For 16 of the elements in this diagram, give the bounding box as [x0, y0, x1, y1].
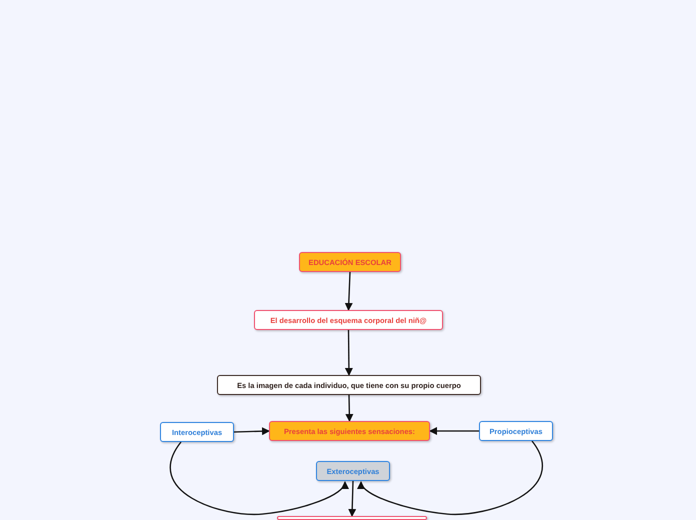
topic-box: [299, 252, 401, 272]
topic-box: [269, 421, 430, 441]
arrow: [429, 427, 479, 435]
concept-box: [254, 310, 443, 330]
concept-box: [277, 516, 427, 520]
definition-box: [217, 375, 481, 395]
arrow: [344, 330, 353, 376]
arrow: [348, 480, 356, 517]
arrow: [359, 440, 543, 515]
category-box: [160, 422, 234, 442]
category-box: [479, 421, 553, 441]
arrow: [234, 427, 270, 436]
arrow: [345, 394, 354, 422]
arrow: [170, 442, 348, 515]
arrow: [344, 272, 353, 311]
category-box: [316, 461, 390, 481]
